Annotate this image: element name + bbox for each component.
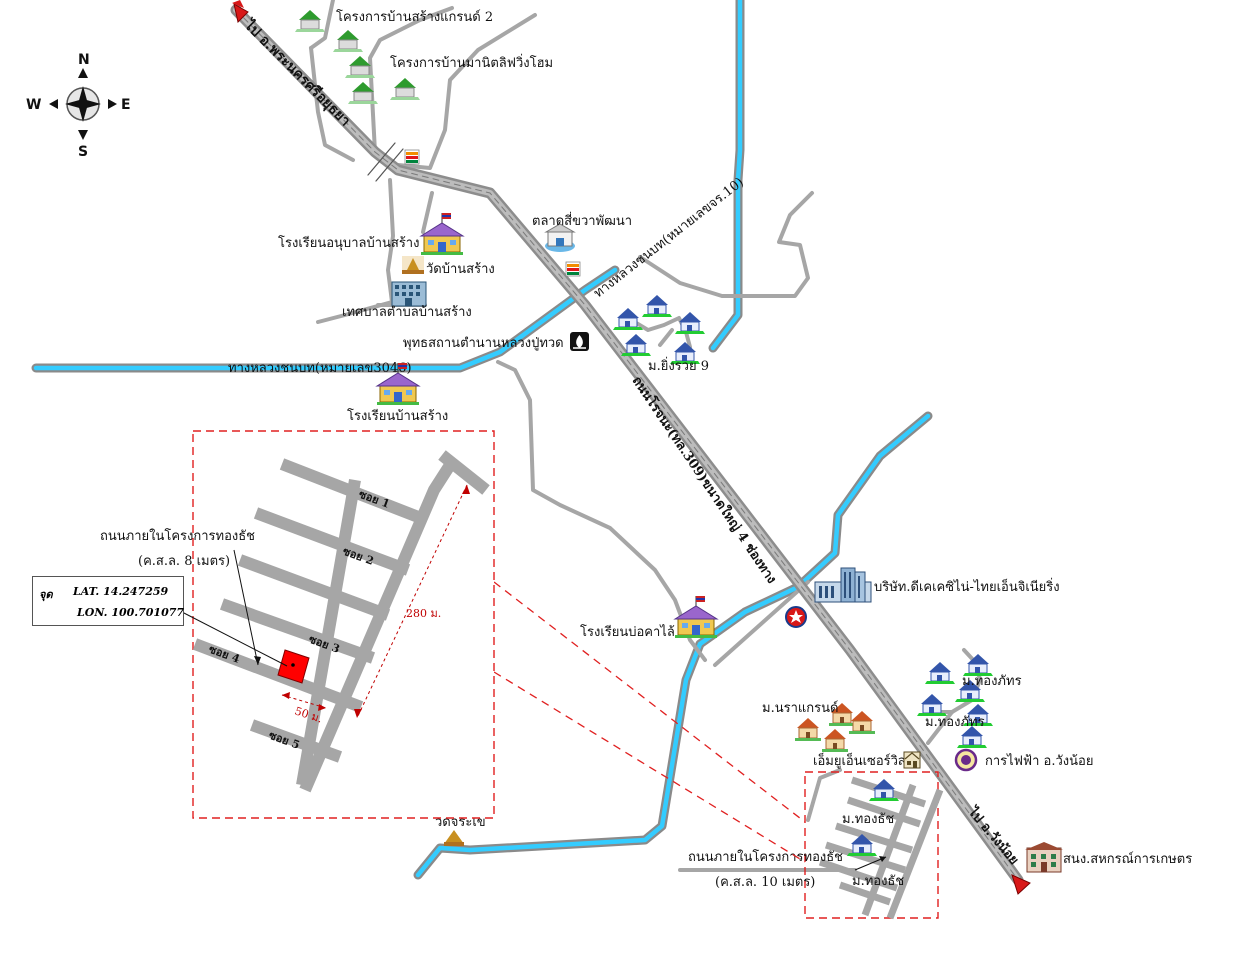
compass-west: W — [26, 97, 41, 113]
label-kindergarten: โรงเรียนอนุบาลบ้านสร้าง — [278, 235, 419, 251]
highways — [230, 4, 1024, 886]
compass-north: N — [78, 52, 90, 68]
label-electricity: การไฟฟ้า อ.วังน้อย — [985, 753, 1093, 769]
label-thongphat-2: ม.ทองภัทร — [925, 715, 985, 730]
label-wat-jorakhe: วัดจระเข้ — [435, 815, 486, 830]
label-company: บริษัท.ดีเคเคซิไน่-ไทยเอ็นจิเนียริ่ง — [874, 577, 1060, 595]
thongthat-roads — [818, 776, 944, 920]
school-icon — [674, 595, 718, 639]
inset-road-note-2: (ค.ส.ล. 8 เมตร) — [138, 554, 230, 569]
coordinate-box: จุด LAT. 14.247259 LON. 100.701077 — [32, 576, 184, 626]
label-thongphat-1: ม.ทองภัทร — [962, 674, 1022, 689]
label-coop: สนง.สหกรณ์การเกษตร — [1063, 851, 1192, 867]
label-buddhist-site: พุทธสถานตำนานหลวงปู่ทวด — [403, 336, 564, 351]
factory-icon — [814, 567, 872, 603]
temple-icon — [402, 256, 424, 274]
inset-connector-lines — [493, 581, 806, 863]
bottom-road-note-1: ถนนภายในโครงการทองธัช — [688, 849, 843, 865]
compass-east: E — [121, 97, 131, 113]
office-building-icon — [391, 281, 427, 307]
road-label-highway-10: ทางหลวงชนบท(หมายเลขจร.10) — [591, 175, 747, 301]
inset-roads — [192, 450, 490, 793]
coord-lon: LON. 100.701077 — [77, 606, 185, 619]
direction-arrow-ayutthaya — [232, 0, 249, 23]
bottom-road-note-2: (ค.ส.ล. 10 เมตร) — [715, 875, 815, 890]
house-icon — [612, 294, 706, 365]
land-plot-marker — [277, 649, 310, 684]
market-icon — [544, 223, 576, 252]
house-icon — [916, 653, 994, 749]
coord-lat: LAT. 14.247259 — [73, 585, 169, 598]
road-label-3046: ทางหลวงชนบท(หมายเลข3046) — [228, 361, 412, 376]
label-mse-service: เอ็มยูเอ็นเซอร์วิส — [813, 751, 906, 769]
canals — [31, 0, 933, 880]
label-school-bokala: โรงเรียนบ่อคาไล้ — [580, 624, 675, 640]
compass: N S E W — [26, 52, 131, 160]
north-arrow-icon — [78, 68, 88, 78]
direction-arrow-wangnoi — [1011, 874, 1031, 895]
gas-station-icon — [785, 606, 807, 628]
label-grand2: โครงการบ้านสร้างแกรนด์ 2 — [336, 9, 493, 25]
road-label-main: ถนนโรจนะ(ทล.309)ขนาดใหญ่ 4 ช่องทาง — [629, 373, 781, 587]
label-ying-ruay: ม.ยิ่งรวย 9 — [648, 357, 709, 374]
distance-280-label: 280 ม. — [406, 607, 441, 620]
inset-road-note-1: ถนนภายในโครงการทองธัช — [100, 528, 255, 544]
road-label-wangnoi: ไป อ.วังน้อย — [964, 802, 1023, 868]
label-school-bansang: โรงเรียนบ้านสร้าง — [347, 408, 448, 424]
office-building-icon — [903, 751, 921, 769]
seven-eleven-icon — [404, 149, 420, 165]
compass-south: S — [78, 144, 88, 160]
thongthat-inset-frame — [804, 771, 939, 919]
label-market: ตลาดสี่ขวาพัฒนา — [532, 212, 632, 229]
label-thongthat-1: ม.ทองธัช — [842, 812, 894, 827]
distance-50m — [281, 692, 327, 711]
label-naragrand: ม.นราแกรนด์ — [762, 700, 838, 716]
seven-eleven-icon — [565, 261, 581, 277]
temple-icon — [444, 830, 464, 846]
location-inset-frame — [192, 430, 495, 819]
distance-280m — [354, 484, 470, 719]
coord-label: จุด — [39, 588, 53, 601]
label-wat-bansang: วัดบ้านสร้าง — [426, 262, 495, 277]
label-municipality: เทศบาลตำบลบ้านสร้าง — [342, 305, 472, 320]
buddhist-site-icon — [570, 332, 589, 351]
label-thongthat-2: ม.ทองธัช — [852, 874, 904, 889]
office-building-icon — [1025, 842, 1063, 873]
electricity-authority-icon — [954, 748, 978, 772]
label-manit: โครงการบ้านมานิตลิฟวิ่งโฮม — [390, 54, 553, 71]
